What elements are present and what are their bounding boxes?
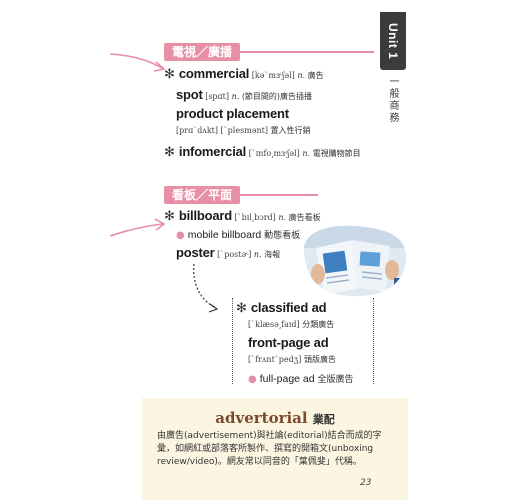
page-number: 23	[360, 478, 372, 488]
phonetic: [prɑˋdʌkt] [ˋplesmənt]	[176, 126, 269, 135]
headword: classified ad	[250, 300, 327, 315]
entry-spot: spot [spɑt] n. (節目間的)廣告插播	[176, 87, 312, 102]
headword: infomercial	[178, 144, 247, 159]
entry-infomercial: ✻infomercial [ˋɪnfo͵mɝʃəl] n. 電視購物節目	[164, 144, 361, 160]
entry-product-placement-detail: [prɑˋdʌkt] [ˋplesmənt] 置入性行銷	[176, 125, 311, 136]
unit-label: Unit 1	[386, 22, 400, 60]
headword: front-page ad	[248, 335, 329, 350]
bullet-icon: ●	[248, 374, 257, 385]
headword: poster	[176, 245, 215, 260]
phonetic: [ˋbɪl͵bɔrd]	[234, 213, 276, 222]
section-title: 電視／廣播	[164, 43, 241, 61]
entry-mobile-billboard: ●mobile billboard 動態看板	[176, 228, 300, 241]
definition: 動態看板	[264, 231, 301, 241]
phonetic: [ˋfrʌntˋpedʒ]	[248, 355, 302, 364]
headword: mobile billboard	[187, 229, 262, 241]
entry-product-placement: product placement	[176, 106, 289, 121]
part-of-speech: n.	[253, 250, 262, 259]
entry-commercial: ✻commercial [kəˋmɝʃəl] n. 廣告	[164, 66, 324, 82]
divider	[240, 51, 374, 53]
section-header-print: 看板／平面	[164, 186, 318, 204]
phonetic: [ˋɪnfo͵mɝʃəl]	[248, 149, 300, 158]
headword: spot	[176, 87, 203, 102]
star-icon: ✻	[236, 301, 247, 316]
phonetic: [kəˋmɝʃəl]	[251, 71, 295, 80]
star-icon: ✻	[164, 145, 175, 160]
phonetic: [spɑt]	[205, 92, 230, 101]
definition: 分類廣告	[302, 320, 335, 329]
definition: 廣告看板	[288, 213, 321, 222]
pointer-arrow-icon	[109, 53, 166, 72]
headword: billboard	[178, 208, 232, 223]
headword: product placement	[176, 106, 289, 121]
divider	[373, 298, 374, 384]
headword: full-page ad	[259, 373, 315, 385]
phonetic: [ˋklæsə͵faɪd]	[248, 320, 300, 329]
part-of-speech: n.	[302, 149, 311, 158]
unit-tab: Unit 1	[380, 12, 406, 70]
part-of-speech: n.	[278, 213, 287, 222]
entry-front-page-ad-detail: [ˋfrʌntˋpedʒ] 頭版廣告	[248, 354, 336, 365]
entry-front-page-ad: front-page ad	[248, 335, 329, 350]
definition: 海報	[264, 250, 281, 259]
section-header-tv: 電視／廣播	[164, 43, 374, 61]
divider	[240, 194, 318, 196]
headword: advertorial	[215, 409, 308, 427]
advertorial-box: advertorial 業配 由廣告(advertisement)與社論(edi…	[142, 398, 408, 500]
phonetic: [ˋpostɚ]	[217, 250, 252, 259]
definition: 頭版廣告	[303, 355, 336, 364]
advertorial-description: 由廣告(advertisement)與社論(editorial)結合而成的字彙，…	[157, 431, 382, 467]
part-of-speech: n.	[231, 92, 240, 101]
section-title: 看板／平面	[164, 186, 241, 204]
divider	[232, 298, 233, 384]
pointer-arrow-icon	[109, 218, 166, 237]
definition: 置入性行銷	[270, 126, 311, 135]
unit-subtitle: 一般商務	[387, 76, 398, 124]
entry-full-page-ad: ●full-page ad 全版廣告	[248, 372, 354, 385]
magazine-photo	[303, 225, 407, 297]
definition: (節目間的)廣告插播	[241, 92, 313, 101]
connector-arrow-icon	[193, 263, 219, 313]
star-icon: ✻	[164, 67, 175, 82]
entry-poster: poster [ˋpostɚ] n. 海報	[176, 245, 280, 260]
entry-billboard: ✻billboard [ˋbɪl͵bɔrd] n. 廣告看板	[164, 208, 321, 224]
entry-classified-ad: ✻classified ad	[236, 300, 327, 316]
part-of-speech: n.	[297, 71, 306, 80]
headword: commercial	[178, 66, 250, 81]
advertorial-title: advertorial 業配	[142, 408, 408, 427]
definition: 電視購物節目	[312, 149, 361, 158]
star-icon: ✻	[164, 209, 175, 224]
definition: 業配	[312, 413, 335, 426]
definition: 全版廣告	[317, 375, 354, 385]
bullet-icon: ●	[176, 230, 185, 241]
definition: 廣告	[307, 71, 324, 80]
entry-classified-ad-detail: [ˋklæsə͵faɪd] 分類廣告	[248, 319, 334, 330]
